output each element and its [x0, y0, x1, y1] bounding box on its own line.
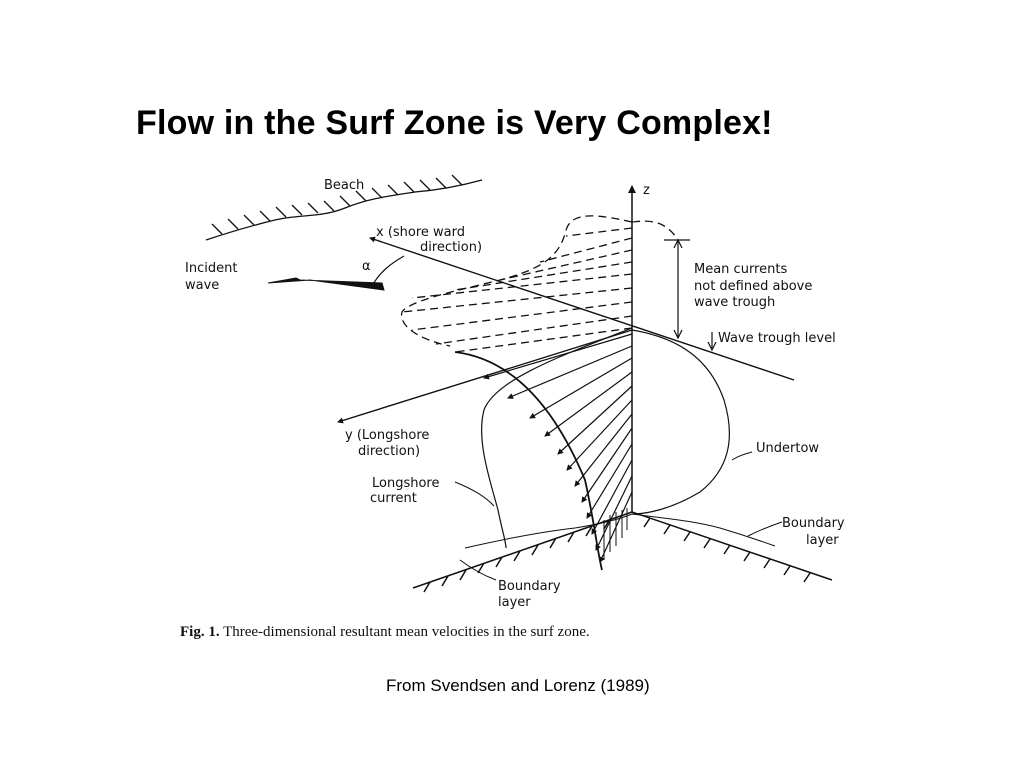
y-axis-label-2: direction) [358, 444, 420, 459]
longshore-current-curve [481, 327, 633, 549]
x-axis [369, 236, 795, 381]
figure-caption: Fig. 1. Three-dimensional resultant mean… [180, 624, 590, 640]
lower-velocity-arrows [454, 333, 633, 571]
undertow-curve [631, 329, 730, 515]
x-axis-label-2: direction) [420, 240, 482, 255]
figure-caption-number: Fig. 1. [180, 624, 220, 640]
upper-dashed-profile [400, 215, 679, 353]
boundary-layer-right-label: Boundary [782, 516, 845, 531]
incident-wave-arrow [267, 277, 385, 291]
mean-currents-label: Mean currents [694, 262, 787, 277]
mean-currents-label-3: wave trough [694, 295, 775, 310]
z-axis-label: z [643, 183, 650, 198]
slide-title: Flow in the Surf Zone is Very Complex! [136, 104, 773, 142]
y-axis-label: y (Longshore [345, 428, 429, 443]
undertow-label: Undertow [756, 441, 819, 456]
beach-shoreline [205, 174, 483, 241]
wave-trough-level-label: Wave trough level [718, 331, 836, 346]
longshore-current-label: Longshore [372, 476, 439, 491]
incident-wave-label: Incident [185, 261, 237, 276]
longshore-current-label-2: current [370, 491, 417, 506]
source-citation: From Svendsen and Lorenz (1989) [386, 676, 650, 695]
x-axis-label: x (shore ward [376, 225, 465, 240]
alpha-angle-arc [371, 255, 405, 287]
mean-currents-bracket [664, 238, 717, 352]
beach-label: Beach [324, 178, 364, 193]
boundary-layer-bottom-label: Boundary [498, 579, 561, 594]
incident-wave-label-2: wave [185, 278, 219, 293]
alpha-label: α [362, 259, 371, 274]
boundary-layer-right-label-2: layer [806, 533, 839, 548]
leader-lines [454, 451, 783, 581]
figure-caption-text: Three-dimensional resultant mean velocit… [220, 624, 590, 640]
mean-currents-label-2: not defined above [694, 279, 812, 294]
seabed-right [631, 511, 833, 583]
boundary-layer-bottom-label-2: layer [498, 595, 531, 610]
resultant-hatching [603, 508, 628, 560]
